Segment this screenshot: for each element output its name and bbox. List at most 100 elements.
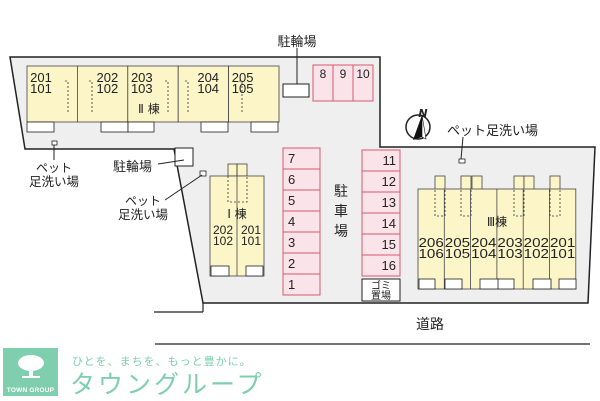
unit-upper: 203 [131, 70, 153, 85]
entry-box [479, 278, 500, 290]
tagline: ひとを、まちを、もっと豊かに。 [72, 355, 252, 368]
parking-space-number: 6 [288, 172, 295, 187]
tree-icon [18, 355, 44, 378]
compass-north-icon: N [405, 107, 431, 140]
entry-box [100, 121, 129, 133]
parking-space-number: 15 [382, 237, 396, 252]
stair-outline [239, 80, 243, 113]
unit-upper: 204 [197, 70, 219, 85]
stair-outline [89, 80, 93, 113]
entry-box [200, 121, 229, 133]
parking-space-number: 13 [382, 195, 396, 210]
unit-cell [228, 65, 280, 123]
svg-text:場: 場 [334, 224, 348, 240]
pet-wash-right-label: ペット足洗い場 [447, 124, 538, 139]
parking-space-number: 14 [382, 216, 396, 231]
stair-outline [165, 80, 169, 113]
leader-line [157, 159, 185, 165]
compass-north-label: N [418, 107, 427, 120]
leader-line [460, 136, 464, 160]
unit-cell [127, 65, 179, 123]
parking-space [282, 273, 321, 296]
entry-box [418, 278, 436, 290]
unit-upper: 202 [97, 70, 119, 85]
parking-space-number: 9 [340, 67, 347, 81]
entry-box [497, 278, 515, 290]
pet-wash-mid-label-1: ペット [125, 194, 161, 208]
unit-lower: 105 [232, 81, 254, 96]
bicycle-parking-top [282, 83, 310, 98]
building-1-name: Ⅰ 棟 [227, 206, 246, 221]
unit-lower: 101 [550, 247, 575, 261]
unit-upper: 201 [241, 223, 261, 237]
parking-space-number: 4 [288, 214, 295, 229]
parking-space-number: 2 [288, 256, 295, 271]
entry-box [532, 278, 552, 290]
unit-upper: 205 [232, 70, 254, 85]
parking-space [361, 254, 401, 277]
entry-box [245, 265, 264, 277]
unit-cell [177, 65, 229, 123]
unit-lower: 105 [445, 247, 470, 261]
unit-upper: 202 [524, 236, 549, 250]
unit-upper: 204 [471, 236, 496, 250]
unit-cell [26, 65, 78, 123]
parking-space-number: 3 [288, 235, 295, 250]
entry-box [210, 265, 230, 277]
road-label: 道路 [416, 317, 444, 333]
unit-lower: 101 [241, 234, 261, 248]
pet-wash-left-label-1: ペット [36, 161, 72, 175]
entry-box [558, 278, 577, 290]
unit-lower: 102 [213, 234, 233, 248]
unit-lower: 102 [524, 247, 549, 261]
unit-upper: 206 [419, 236, 444, 250]
unit-upper: 201 [550, 236, 575, 250]
parking-space-number: 1 [288, 277, 295, 292]
pet-wash-right-marker [458, 158, 466, 164]
bicycle-parking-mid-label: 駐輪場 [113, 159, 152, 175]
leader-line [164, 174, 203, 201]
unit-lower: 104 [471, 247, 496, 261]
logo-caption: TOWN GROUP [6, 387, 55, 394]
unit-upper: 201 [30, 70, 52, 85]
parking-space-number: 16 [382, 258, 396, 273]
entry-box [26, 121, 55, 133]
parking-space-number: 12 [382, 174, 396, 189]
parking-space [352, 64, 374, 102]
bicycle-parking-mid [174, 147, 194, 167]
entry-box [250, 121, 279, 133]
parking-right-column: 11 12 13 14 15 16 [361, 149, 401, 277]
pet-wash-mid-label-2: 足洗い場 [118, 207, 168, 222]
parking-space-number: 7 [288, 151, 295, 166]
unit-upper: 202 [213, 223, 233, 237]
parking-space-number: 10 [356, 67, 370, 81]
svg-text:駐: 駐 [334, 184, 348, 200]
unit-lower: 103 [497, 247, 522, 261]
parking-space-number: 11 [383, 153, 397, 168]
garbage-area [361, 278, 401, 302]
entry-box [444, 278, 463, 290]
stair-outline [185, 80, 189, 113]
parking-lot-label: 駐車場 [334, 184, 348, 240]
parking-space-number: 8 [320, 67, 327, 81]
svg-text:車: 車 [334, 203, 348, 220]
unit-lower: 104 [197, 81, 219, 96]
town-group-logo: TOWN GROUP [3, 348, 58, 396]
brand-name: タウングループ [70, 370, 265, 399]
pet-wash-left-marker [51, 140, 58, 146]
pet-wash-left-label-2: 足洗い場 [29, 174, 79, 189]
building-3-name: Ⅲ棟 [487, 214, 507, 229]
unit-cell [77, 65, 129, 123]
garbage-label-2: 置場 [371, 289, 391, 302]
building-2-name: Ⅱ 棟 [138, 101, 160, 116]
entry-box [127, 121, 155, 133]
unit-upper: 203 [497, 236, 522, 250]
unit-upper: 205 [445, 236, 470, 250]
bicycle-parking-top-label: 駐輪場 [277, 34, 316, 50]
garbage-label-1: ゴミ [371, 279, 391, 292]
